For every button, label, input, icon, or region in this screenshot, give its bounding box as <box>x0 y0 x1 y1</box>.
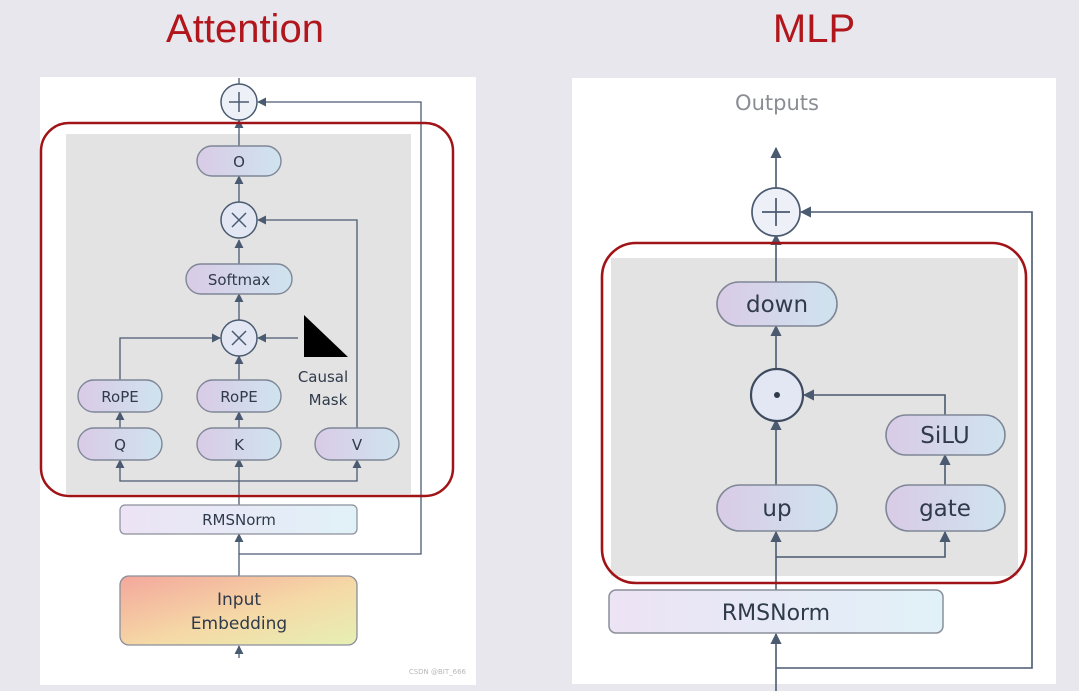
rope-q-box: RoPE <box>77 379 163 413</box>
k-box: K <box>196 427 282 461</box>
multiply-icon <box>231 212 247 228</box>
up-box: up <box>716 484 838 532</box>
outputs-label: Outputs <box>735 91 819 115</box>
causal-mask-label-line1: Causal <box>298 368 348 386</box>
causal-mask-triangle-icon <box>304 315 348 357</box>
q-box: Q <box>77 427 163 461</box>
causal-mask-label-line2: Mask <box>309 391 348 409</box>
mlp-panel: Outputs down SiLU up gate <box>572 78 1056 691</box>
input-embedding-label-line2: Embedding <box>191 614 287 634</box>
attention-highlight-outline <box>39 121 455 498</box>
plus-icon <box>229 92 249 112</box>
rope-k-box: RoPE <box>196 379 282 413</box>
plus-icon <box>762 198 790 226</box>
softmax-box: Softmax <box>185 263 293 295</box>
av-multiply-node <box>220 201 258 239</box>
attention-rmsnorm-box: RMSNorm <box>119 504 358 535</box>
o-box: O <box>196 145 282 177</box>
v-label: V <box>352 436 363 454</box>
down-box: down <box>716 281 838 327</box>
multiply-icon <box>231 330 247 346</box>
mlp-title: MLP <box>773 7 855 51</box>
mlp-rmsnorm-box: RMSNorm <box>608 589 944 634</box>
down-label: down <box>746 292 808 318</box>
rope-k-label: RoPE <box>220 388 257 406</box>
input-embedding-box: Input Embedding <box>119 575 358 646</box>
softmax-label: Softmax <box>208 271 270 289</box>
rope-q-label: RoPE <box>101 388 138 406</box>
v-box: V <box>314 427 400 461</box>
attention-panel: Input Embedding RMSNorm Q K V RoPE RoP <box>39 77 476 685</box>
o-label: O <box>233 153 245 171</box>
mlp-rmsnorm-label: RMSNorm <box>722 601 830 626</box>
attention-add-node <box>220 83 258 121</box>
attention-rmsnorm-label: RMSNorm <box>202 511 276 529</box>
q-label: Q <box>114 436 126 454</box>
silu-label: SiLU <box>920 423 970 449</box>
gate-label: gate <box>919 496 971 522</box>
mlp-add-node <box>751 187 801 237</box>
silu-box: SiLU <box>885 414 1006 456</box>
gate-box: gate <box>885 484 1006 532</box>
qk-multiply-node <box>220 319 258 357</box>
input-embedding-label-line1: Input <box>217 590 261 610</box>
up-label: up <box>762 496 791 522</box>
watermark: CSDN @BIT_666 <box>409 668 467 676</box>
dot-icon <box>774 392 780 398</box>
k-label: K <box>234 436 245 454</box>
mlp-highlight-outline <box>600 241 1028 585</box>
attention-title: Attention <box>166 7 324 51</box>
elementwise-multiply-node <box>749 367 805 423</box>
